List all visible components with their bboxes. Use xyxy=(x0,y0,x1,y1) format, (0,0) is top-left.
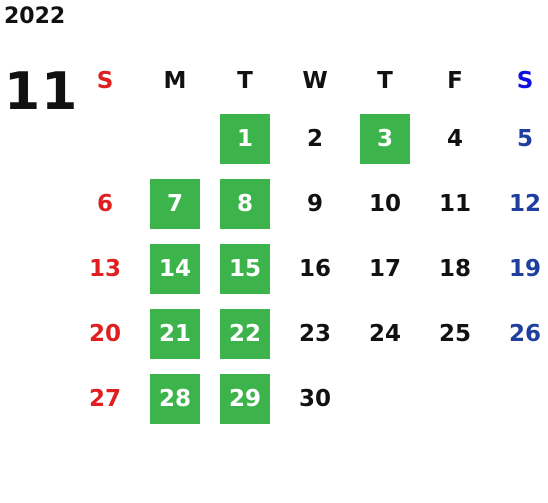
day-cell: 13 xyxy=(88,255,121,282)
empty-day-cell xyxy=(80,114,130,164)
day-cell: 27 xyxy=(88,385,121,412)
day-cell: 2 xyxy=(306,125,323,152)
week-row-4: 20 21 22 23 24 25 26 xyxy=(70,301,548,366)
highlighted-day-cell: 8 xyxy=(220,178,270,229)
day-cell: 4 xyxy=(446,125,463,152)
day-cell: 12 xyxy=(508,190,541,217)
week-row-3: 13 14 15 16 17 18 19 xyxy=(70,236,548,301)
highlighted-day-cell: 21 xyxy=(150,308,200,359)
empty-day-cell xyxy=(500,374,548,424)
highlighted-day-cell: 1 xyxy=(220,113,270,164)
day-cell: 5 xyxy=(516,125,533,152)
highlighted-day-cell: 22 xyxy=(220,308,270,359)
month-label: 11 xyxy=(4,62,79,122)
weekday-thursday: T xyxy=(377,68,393,94)
day-cell: 26 xyxy=(508,320,541,347)
day-cell: 23 xyxy=(298,320,331,347)
day-cell: 25 xyxy=(438,320,471,347)
day-cell: 11 xyxy=(438,190,471,217)
weekday-monday: M xyxy=(163,68,187,94)
highlighted-day-cell: 3 xyxy=(360,113,410,164)
calendar-grid: S M T W T F S 1 2 3 4 5 6 7 8 9 10 11 12… xyxy=(70,56,548,431)
weekday-tuesday: T xyxy=(237,68,253,94)
weekday-saturday: S xyxy=(516,68,534,94)
week-row-1: 1 2 3 4 5 xyxy=(70,106,548,171)
highlighted-day-cell: 7 xyxy=(150,178,200,229)
highlighted-day-cell: 28 xyxy=(150,373,200,424)
day-cell: 10 xyxy=(368,190,401,217)
day-cell: 16 xyxy=(298,255,331,282)
empty-day-cell xyxy=(430,374,480,424)
empty-day-cell xyxy=(150,114,200,164)
week-row-2: 6 7 8 9 10 11 12 xyxy=(70,171,548,236)
highlighted-day-cell: 29 xyxy=(220,373,270,424)
day-cell: 18 xyxy=(438,255,471,282)
day-cell: 24 xyxy=(368,320,401,347)
weekday-header-row: S M T W T F S xyxy=(70,56,548,106)
weekday-wednesday: W xyxy=(302,68,328,94)
week-row-5: 27 28 29 30 xyxy=(70,366,548,431)
weekday-sunday: S xyxy=(96,68,114,94)
highlighted-day-cell: 14 xyxy=(150,243,200,294)
day-cell: 20 xyxy=(88,320,121,347)
day-cell: 9 xyxy=(306,190,323,217)
day-cell: 6 xyxy=(96,190,113,217)
day-cell: 19 xyxy=(508,255,541,282)
day-cell: 17 xyxy=(368,255,401,282)
weekday-friday: F xyxy=(447,68,463,94)
highlighted-day-cell: 15 xyxy=(220,243,270,294)
year-label: 2022 xyxy=(4,4,66,29)
day-cell: 30 xyxy=(298,385,331,412)
empty-day-cell xyxy=(360,374,410,424)
